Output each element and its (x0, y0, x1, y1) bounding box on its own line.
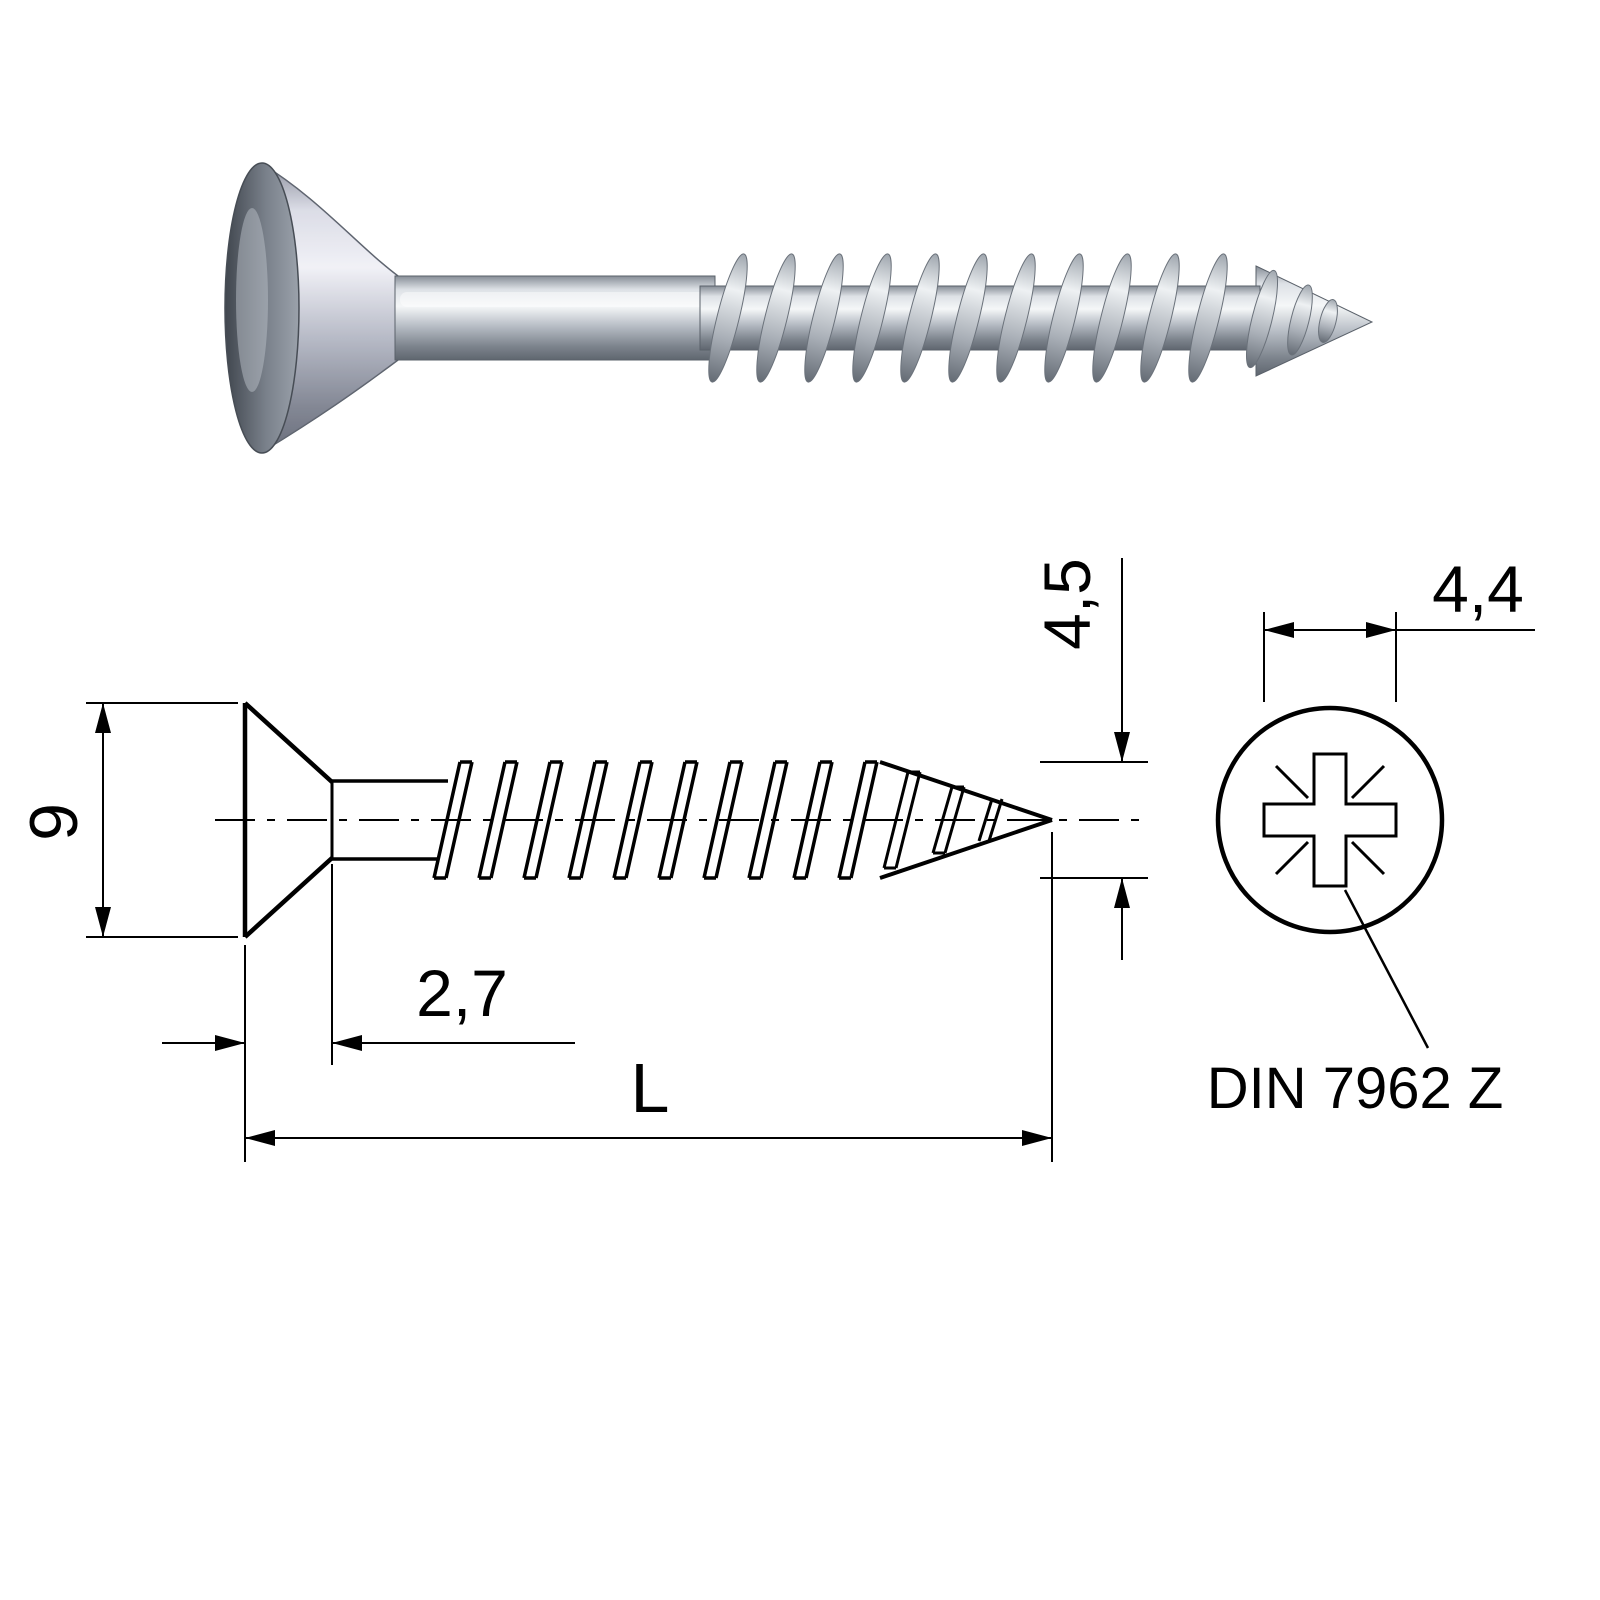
photo-shank-highlight (400, 292, 708, 307)
pozidriv-wings (1274, 764, 1386, 876)
photo-head-tint (262, 164, 398, 452)
standard-label: DIN 7962 Z (1207, 1056, 1504, 1121)
dim-label-thread-diameter: 4,5 (1030, 558, 1104, 650)
side-view-neck (332, 779, 448, 861)
side-view-head-outline (242, 701, 334, 939)
screw-photo (224, 162, 1374, 454)
front-view-head-circle (1215, 705, 1445, 935)
dim-thread-diameter (1040, 558, 1148, 960)
dim-head-diameter (86, 702, 238, 938)
dim-label-head-diameter: 9 (16, 803, 92, 841)
side-view-threads (432, 760, 879, 880)
photo-head-face-highlight (236, 208, 268, 392)
dim-label-total-length: L (631, 1049, 670, 1127)
side-view-drawing (86, 558, 1148, 1162)
dim-head-length (162, 864, 575, 1065)
dim-label-recess-width: 4,4 (1432, 552, 1524, 626)
pozidriv-recess (1262, 752, 1398, 888)
front-view-drawing (1215, 612, 1535, 1049)
photo-shank (394, 275, 716, 361)
dim-total-length (244, 832, 1053, 1162)
side-view-point-threads (882, 770, 1004, 870)
dim-recess-width (1263, 612, 1535, 702)
standard-leader-line (1343, 889, 1430, 1049)
dim-label-head-length: 2,7 (416, 956, 508, 1030)
photo-thread-crests (708, 253, 1338, 383)
